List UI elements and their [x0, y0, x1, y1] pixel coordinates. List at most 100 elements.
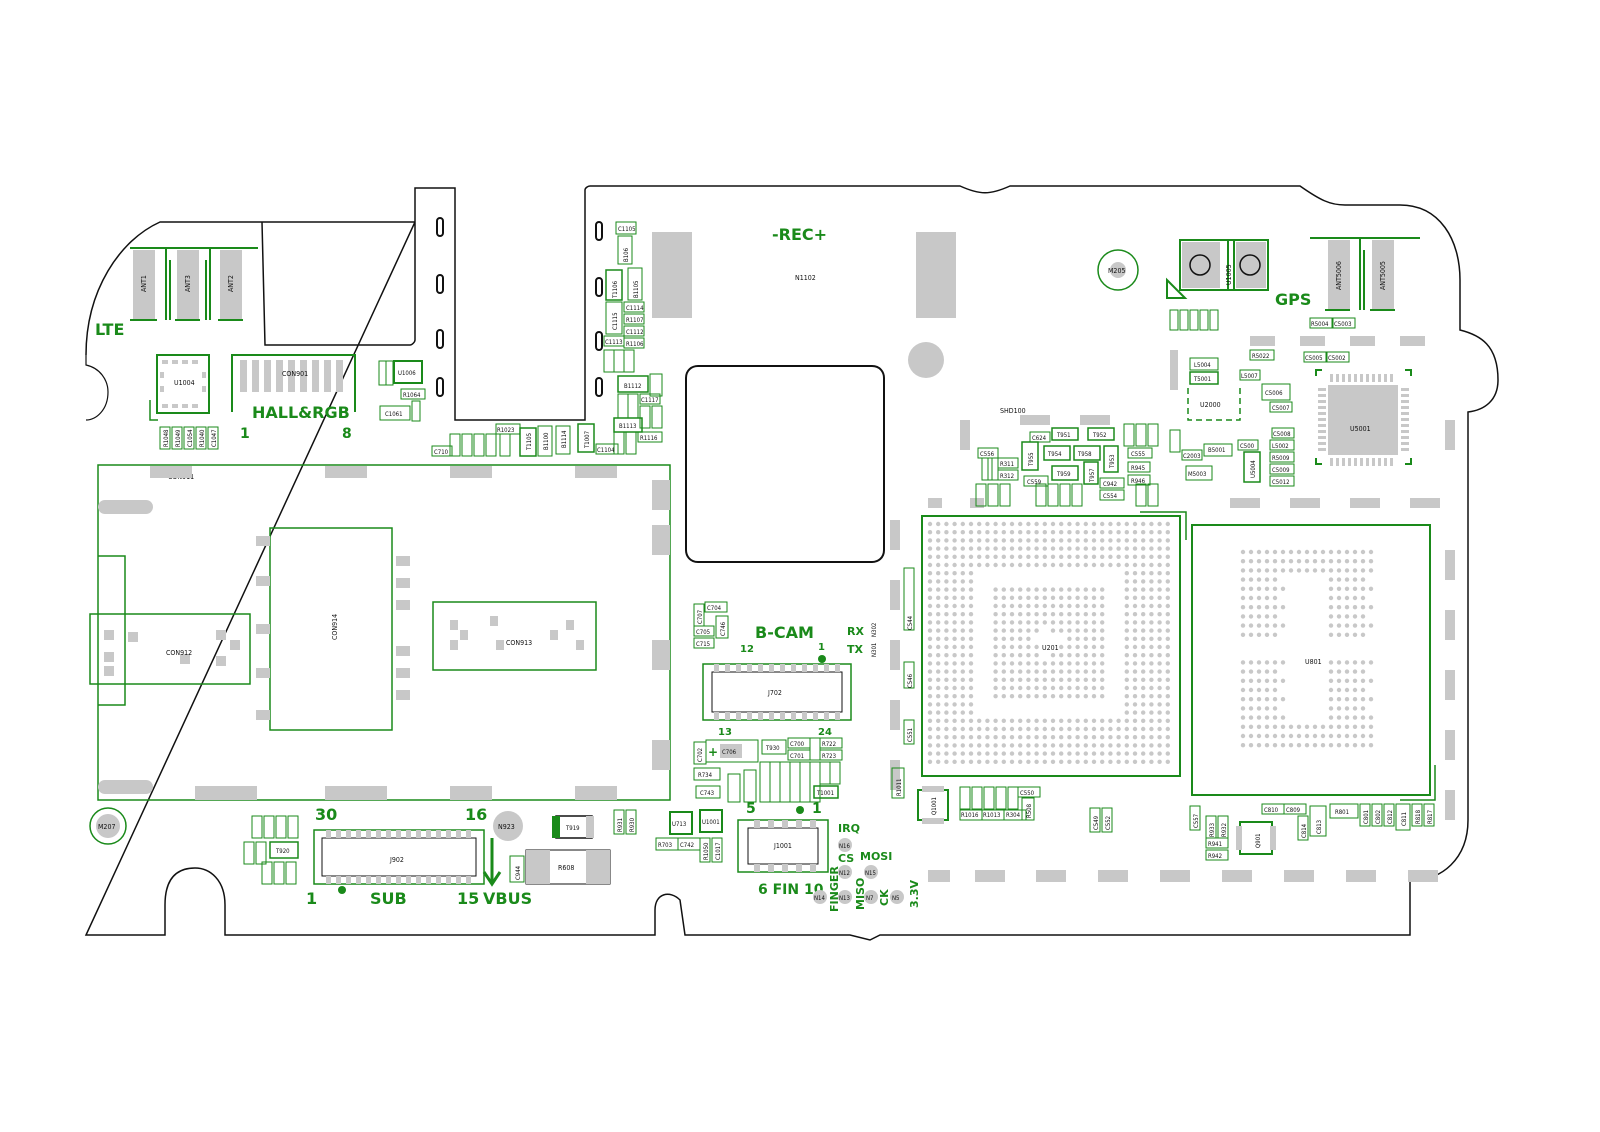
bga-ball — [1141, 595, 1146, 600]
n12-pad — [838, 865, 852, 879]
bga-ball — [1059, 612, 1064, 617]
bga-ball — [1059, 603, 1064, 609]
j1001-pin1-dot — [796, 806, 804, 814]
c5008-label: C5008 — [1273, 431, 1291, 438]
rx-label: RX — [847, 625, 864, 638]
j702-pin-12: 12 — [740, 644, 754, 655]
bga-ball — [1124, 669, 1130, 674]
bga-ball — [1165, 677, 1171, 682]
bga-ball — [1083, 644, 1089, 650]
bga-ball — [968, 644, 974, 650]
bga-ball — [1336, 605, 1342, 610]
miso-label: MISO — [854, 878, 867, 910]
j902-pin-30: 30 — [315, 805, 337, 824]
n302-label: N302 — [871, 623, 878, 637]
bga-ball — [1100, 677, 1105, 682]
bga-ball — [1240, 577, 1246, 582]
ck-label: CK — [878, 889, 891, 906]
bga-ball — [952, 538, 957, 543]
bga-ball — [1100, 759, 1105, 764]
bga-ball — [936, 587, 941, 592]
bga-ball — [960, 669, 965, 674]
bga-ball — [1026, 661, 1031, 666]
bga-ball — [1132, 636, 1138, 641]
bga-ball — [1165, 694, 1171, 699]
bga-ball — [1256, 595, 1262, 601]
bga-ball — [1288, 743, 1294, 748]
bga-ball — [1157, 595, 1162, 600]
r818-label: R818 — [1415, 809, 1422, 824]
bga-ball — [1132, 603, 1138, 609]
m205-mount — [1097, 249, 1139, 291]
bga-ball — [1059, 530, 1064, 535]
bga-ball — [936, 603, 941, 609]
bga-ball — [1116, 743, 1121, 748]
bga-ball — [1141, 603, 1146, 609]
bga-ball — [1344, 669, 1350, 674]
bga-ball — [1280, 697, 1286, 702]
bga-ball — [1026, 751, 1031, 756]
bga-ball — [927, 743, 933, 748]
bga-ball — [1067, 595, 1072, 600]
c705-label: C705 — [696, 629, 710, 636]
bga-ball — [1328, 706, 1334, 711]
bga-ball — [1344, 678, 1350, 683]
q1001-label: Q1001 — [931, 797, 938, 815]
bga-ball — [1001, 562, 1006, 568]
u201-label: U201 — [1042, 644, 1059, 652]
c555-label: C555 — [1131, 451, 1145, 458]
bga-ball — [1272, 697, 1278, 702]
r930-label: R930 — [629, 817, 636, 832]
bga-ball — [1001, 743, 1006, 748]
bga-ball — [1009, 636, 1015, 641]
bga-ball — [1272, 632, 1278, 637]
bga-ball — [1059, 587, 1064, 592]
bga-ball — [1042, 554, 1048, 559]
bga-ball — [985, 546, 990, 551]
bga-ball — [993, 685, 998, 691]
bga-ball — [1009, 677, 1015, 682]
bga-ball — [1165, 612, 1171, 617]
j702-pin-24: 24 — [818, 727, 832, 738]
bga-ball — [1157, 587, 1162, 592]
r5022-label: R5022 — [1252, 353, 1269, 360]
bga-ball — [1272, 586, 1278, 591]
c704-label: C704 — [707, 605, 722, 612]
connector-pin — [802, 712, 807, 720]
bga-ball — [1360, 586, 1366, 591]
bga-ball — [1083, 685, 1089, 691]
bga-ball — [1009, 669, 1015, 674]
bga-ball — [1018, 554, 1023, 559]
bga-ball — [1336, 678, 1342, 683]
bga-ball — [960, 710, 965, 715]
bga-ball — [1059, 726, 1064, 732]
bga-ball — [1157, 562, 1162, 568]
bga-ball — [1018, 546, 1023, 551]
bga-ball — [1352, 549, 1358, 555]
bga-ball — [1009, 620, 1015, 625]
bga-ball — [1256, 660, 1262, 665]
bga-ball — [952, 710, 957, 715]
l5004-label: L5004 — [1194, 362, 1211, 369]
c1047-label: C1047 — [211, 429, 218, 447]
bga-ball — [1124, 702, 1130, 707]
bga-ball — [952, 595, 957, 600]
bga-ball — [1336, 733, 1342, 739]
t919-part — [552, 815, 594, 839]
bga-ball — [993, 743, 998, 748]
con911-outline — [97, 464, 671, 801]
connector-pin — [426, 876, 431, 884]
bga-ball — [993, 694, 998, 699]
r931-label: R931 — [617, 818, 624, 832]
connector-pin — [780, 664, 785, 672]
bga-ball — [1360, 660, 1366, 665]
bga-ball — [1059, 538, 1064, 543]
c550-label: C550 — [1020, 790, 1035, 797]
bga-ball — [1165, 718, 1171, 723]
connector-pin — [813, 664, 818, 672]
bga-ball — [952, 636, 957, 641]
ant5006-label: ANT5006 — [1335, 261, 1343, 290]
bga-ball — [1018, 644, 1023, 650]
c1115-label: C1115 — [612, 312, 619, 330]
bga-ball — [960, 743, 965, 748]
